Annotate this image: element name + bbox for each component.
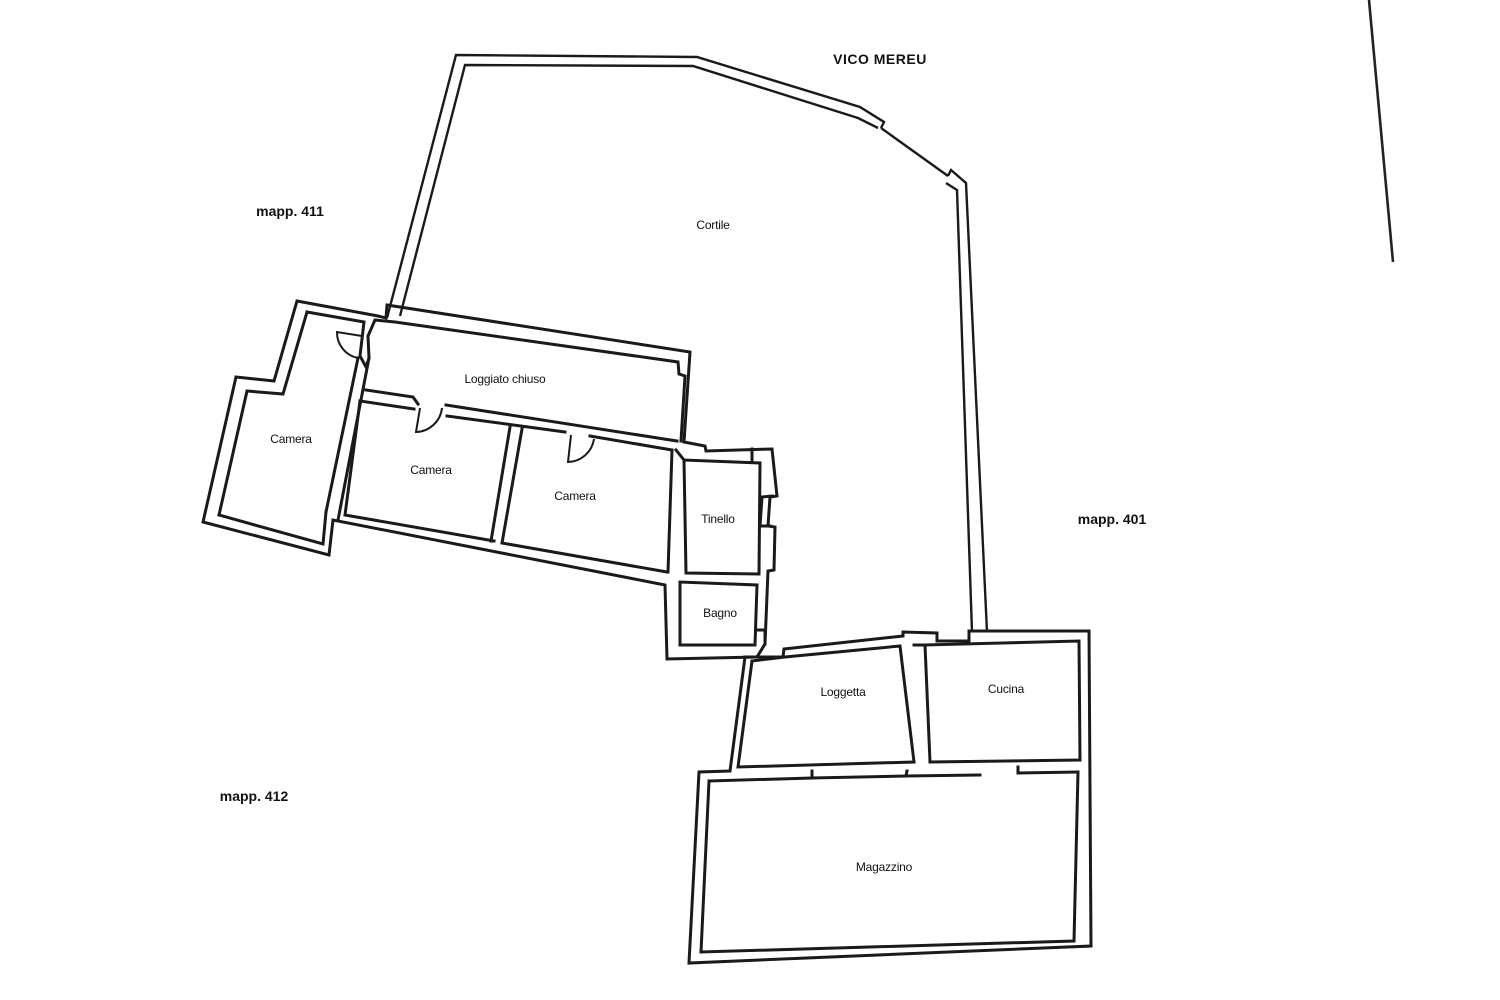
room-label-magazzino: Magazzino	[855, 860, 913, 874]
courtyard-wall	[385, 53, 989, 633]
room-label-tinello: Tinello	[701, 512, 735, 526]
room-label-loggiato-chiuso: Loggiato chiuso	[464, 372, 546, 386]
room-label-bagno: Bagno	[703, 606, 737, 620]
door-swings	[335, 330, 595, 464]
room-label-loggetta: Loggetta	[820, 685, 866, 699]
parcel-label-411: mapp. 411	[256, 203, 324, 219]
room-label-camera-3: Camera	[554, 489, 596, 503]
room-label-cortile: Cortile	[696, 218, 730, 232]
room-label-camera-2: Camera	[410, 463, 452, 477]
upper-building-walls	[201, 299, 779, 661]
room-label-cucina: Cucina	[987, 682, 1025, 696]
parcel-label-412: mapp. 412	[219, 788, 289, 804]
boundary-line	[1367, 0, 1395, 263]
lower-building-walls	[687, 629, 1093, 965]
parcel-label-401: mapp. 401	[1077, 511, 1147, 527]
room-label-camera-1: Camera	[270, 432, 312, 446]
street-label: VICO MEREU	[833, 51, 927, 67]
